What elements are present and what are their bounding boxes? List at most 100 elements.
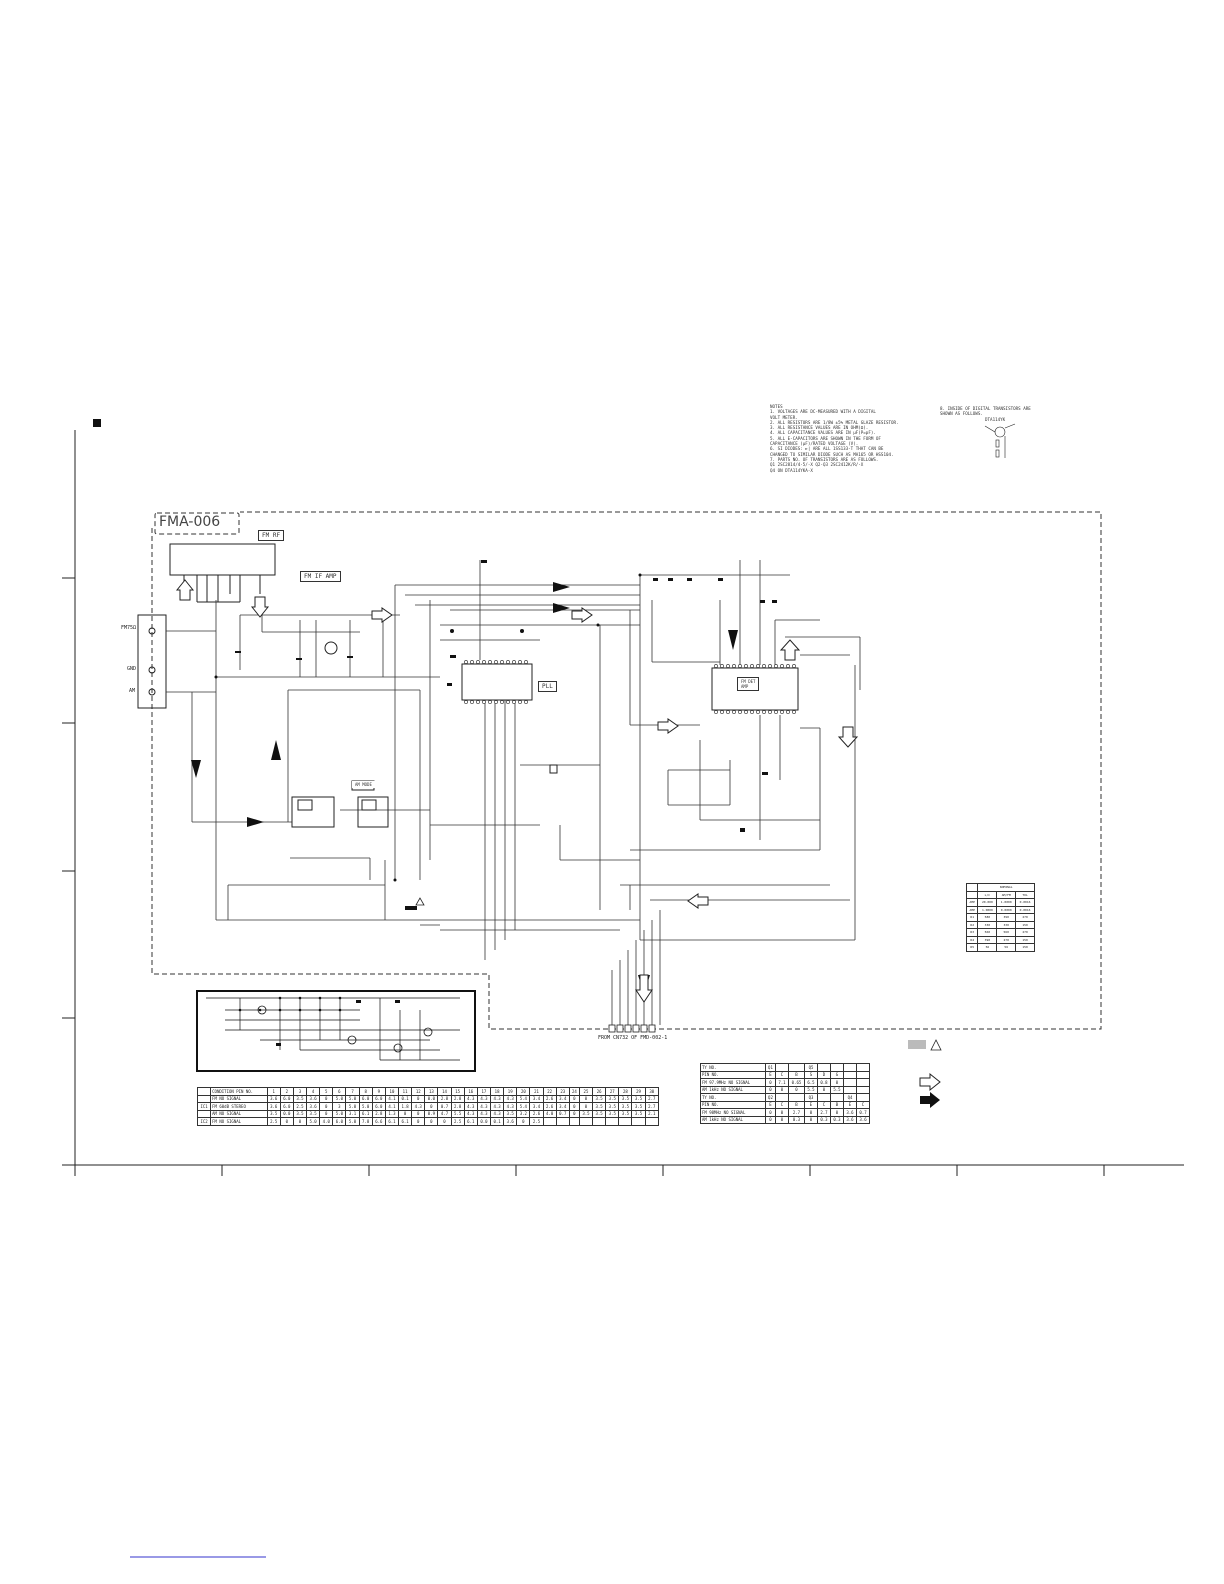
table-cell: 0.8: [816, 1078, 831, 1087]
table-header-cell: 5: [319, 1087, 334, 1096]
note-line: 7. PARTS NO. OF TRANSISTORS ARE AS FOLLO…: [770, 456, 879, 462]
table-cell: Q3: [803, 1093, 818, 1102]
table-cell: 2.6: [542, 1102, 557, 1111]
table-cell: Q4: [842, 1093, 857, 1102]
table-cell: 2.8: [450, 1094, 465, 1103]
table-header-cell: 8: [358, 1087, 373, 1096]
table-cell: FM 60dB STEREO: [210, 1102, 268, 1111]
table-cell: 2.7: [816, 1108, 831, 1117]
table-cell: 6.1: [384, 1117, 400, 1126]
note-line: Q4 ON DTA114YKA-X: [770, 467, 813, 473]
table-cell: 0.1: [489, 1117, 505, 1126]
table-cell: 0: [816, 1085, 831, 1094]
table-cell: 6.1: [398, 1117, 413, 1126]
table-cell: [592, 1117, 607, 1126]
fm-det-label: FM DET AMP: [737, 677, 760, 691]
table-header-cell: 9: [371, 1087, 386, 1096]
table-cell: 56: [977, 943, 998, 952]
table-cell: 3.5: [605, 1094, 620, 1103]
table-header-cell: 4: [306, 1087, 321, 1096]
table-header-cell: 21: [529, 1087, 544, 1096]
table-cell: 5.5: [829, 1085, 844, 1094]
table-cell: 0: [424, 1117, 439, 1126]
table-cell: [855, 1063, 871, 1072]
note-line: 1. VOLTAGES ARE DC-MEASURED WITH A DIGIT…: [770, 409, 876, 415]
table-cell: 0: [411, 1094, 426, 1103]
table-cell: 5.0: [306, 1117, 321, 1126]
table-cell: Q5: [803, 1063, 818, 1072]
table-cell: 1.8: [398, 1102, 413, 1111]
table-cell: 0: [319, 1102, 334, 1111]
table-cell: 7.8: [358, 1117, 373, 1126]
table-header-cell: 19: [503, 1087, 518, 1096]
table-header-cell: 15: [450, 1087, 465, 1096]
table-cell: 5.0: [358, 1102, 373, 1111]
table-header-cell: 7: [345, 1087, 360, 1096]
table-cell: [774, 1093, 789, 1102]
table-title: NOMINAL: [977, 883, 1035, 892]
table-cell: 0.0016: [1015, 898, 1035, 907]
table-cell: S: [803, 1070, 818, 1079]
table-cell: 5.5: [450, 1109, 465, 1118]
table-header-cell: 24: [568, 1087, 580, 1096]
pll-label: PLL: [538, 681, 557, 692]
table-cell: 3.5: [266, 1109, 281, 1118]
table-cell: 0: [424, 1102, 439, 1111]
table-cell: 4.3: [476, 1094, 492, 1103]
table-header-cell: L/C: [977, 890, 998, 899]
table-cell: 5.0: [332, 1109, 347, 1118]
table-cell: 3.6: [306, 1102, 321, 1111]
table-cell: 7.1: [774, 1078, 789, 1087]
table-cell: [855, 1070, 871, 1079]
table-cell: 0: [279, 1117, 294, 1126]
table-cell: 0: [774, 1085, 789, 1094]
table-cell: 4.3: [503, 1102, 518, 1111]
am-mode-label: AM MODE: [352, 781, 375, 788]
table-cell: 3.5: [605, 1102, 620, 1111]
table-cell: 3.5: [292, 1094, 308, 1103]
table-cell: 3.5: [618, 1109, 633, 1118]
table-cell: 150: [1015, 935, 1035, 944]
table-cell: 0: [765, 1085, 776, 1094]
ic-pll: [461, 663, 533, 701]
table-cell: C: [774, 1100, 789, 1109]
table-cell: 6.0: [279, 1102, 294, 1111]
table-cell: [816, 1063, 831, 1072]
table-header-cell: 6: [332, 1087, 347, 1096]
table-cell: C: [855, 1100, 871, 1109]
antenna-fm-label: FM75Ω: [121, 625, 137, 631]
table-cell: 0: [803, 1115, 818, 1124]
table-cell: 580: [977, 913, 998, 922]
table-cell: E: [803, 1100, 818, 1109]
table-cell: 3.6: [842, 1115, 857, 1124]
table-cell: 0: [292, 1117, 308, 1126]
table-cell: AM 1kHz NO SIGNAL: [700, 1115, 766, 1124]
table-cell: 2.8: [450, 1102, 465, 1111]
table-cell: 3.5: [292, 1109, 308, 1118]
table-cell: 4.3: [489, 1102, 505, 1111]
bottom-connector: [608, 1024, 656, 1033]
table-cell: 0: [398, 1109, 413, 1118]
table-cell: E: [842, 1100, 857, 1109]
table-cell: 3.1: [345, 1109, 360, 1118]
table-cell: 0: [319, 1094, 334, 1103]
note-line: CHANGED TO SIMILAR DIODE SUCH AS MA165 O…: [770, 451, 894, 457]
table-cell: E: [765, 1070, 776, 1079]
table-cell: R2: [965, 920, 979, 929]
table-header-cell: 29: [631, 1087, 646, 1096]
table-cell: 3.5: [592, 1109, 607, 1118]
table-header-cell: 28: [618, 1087, 633, 1096]
table-cell: 0.7: [855, 1108, 871, 1117]
table-cell: 270: [1015, 928, 1035, 937]
arrows-filled: [191, 582, 738, 994]
table-cell: 2.7: [787, 1108, 805, 1117]
